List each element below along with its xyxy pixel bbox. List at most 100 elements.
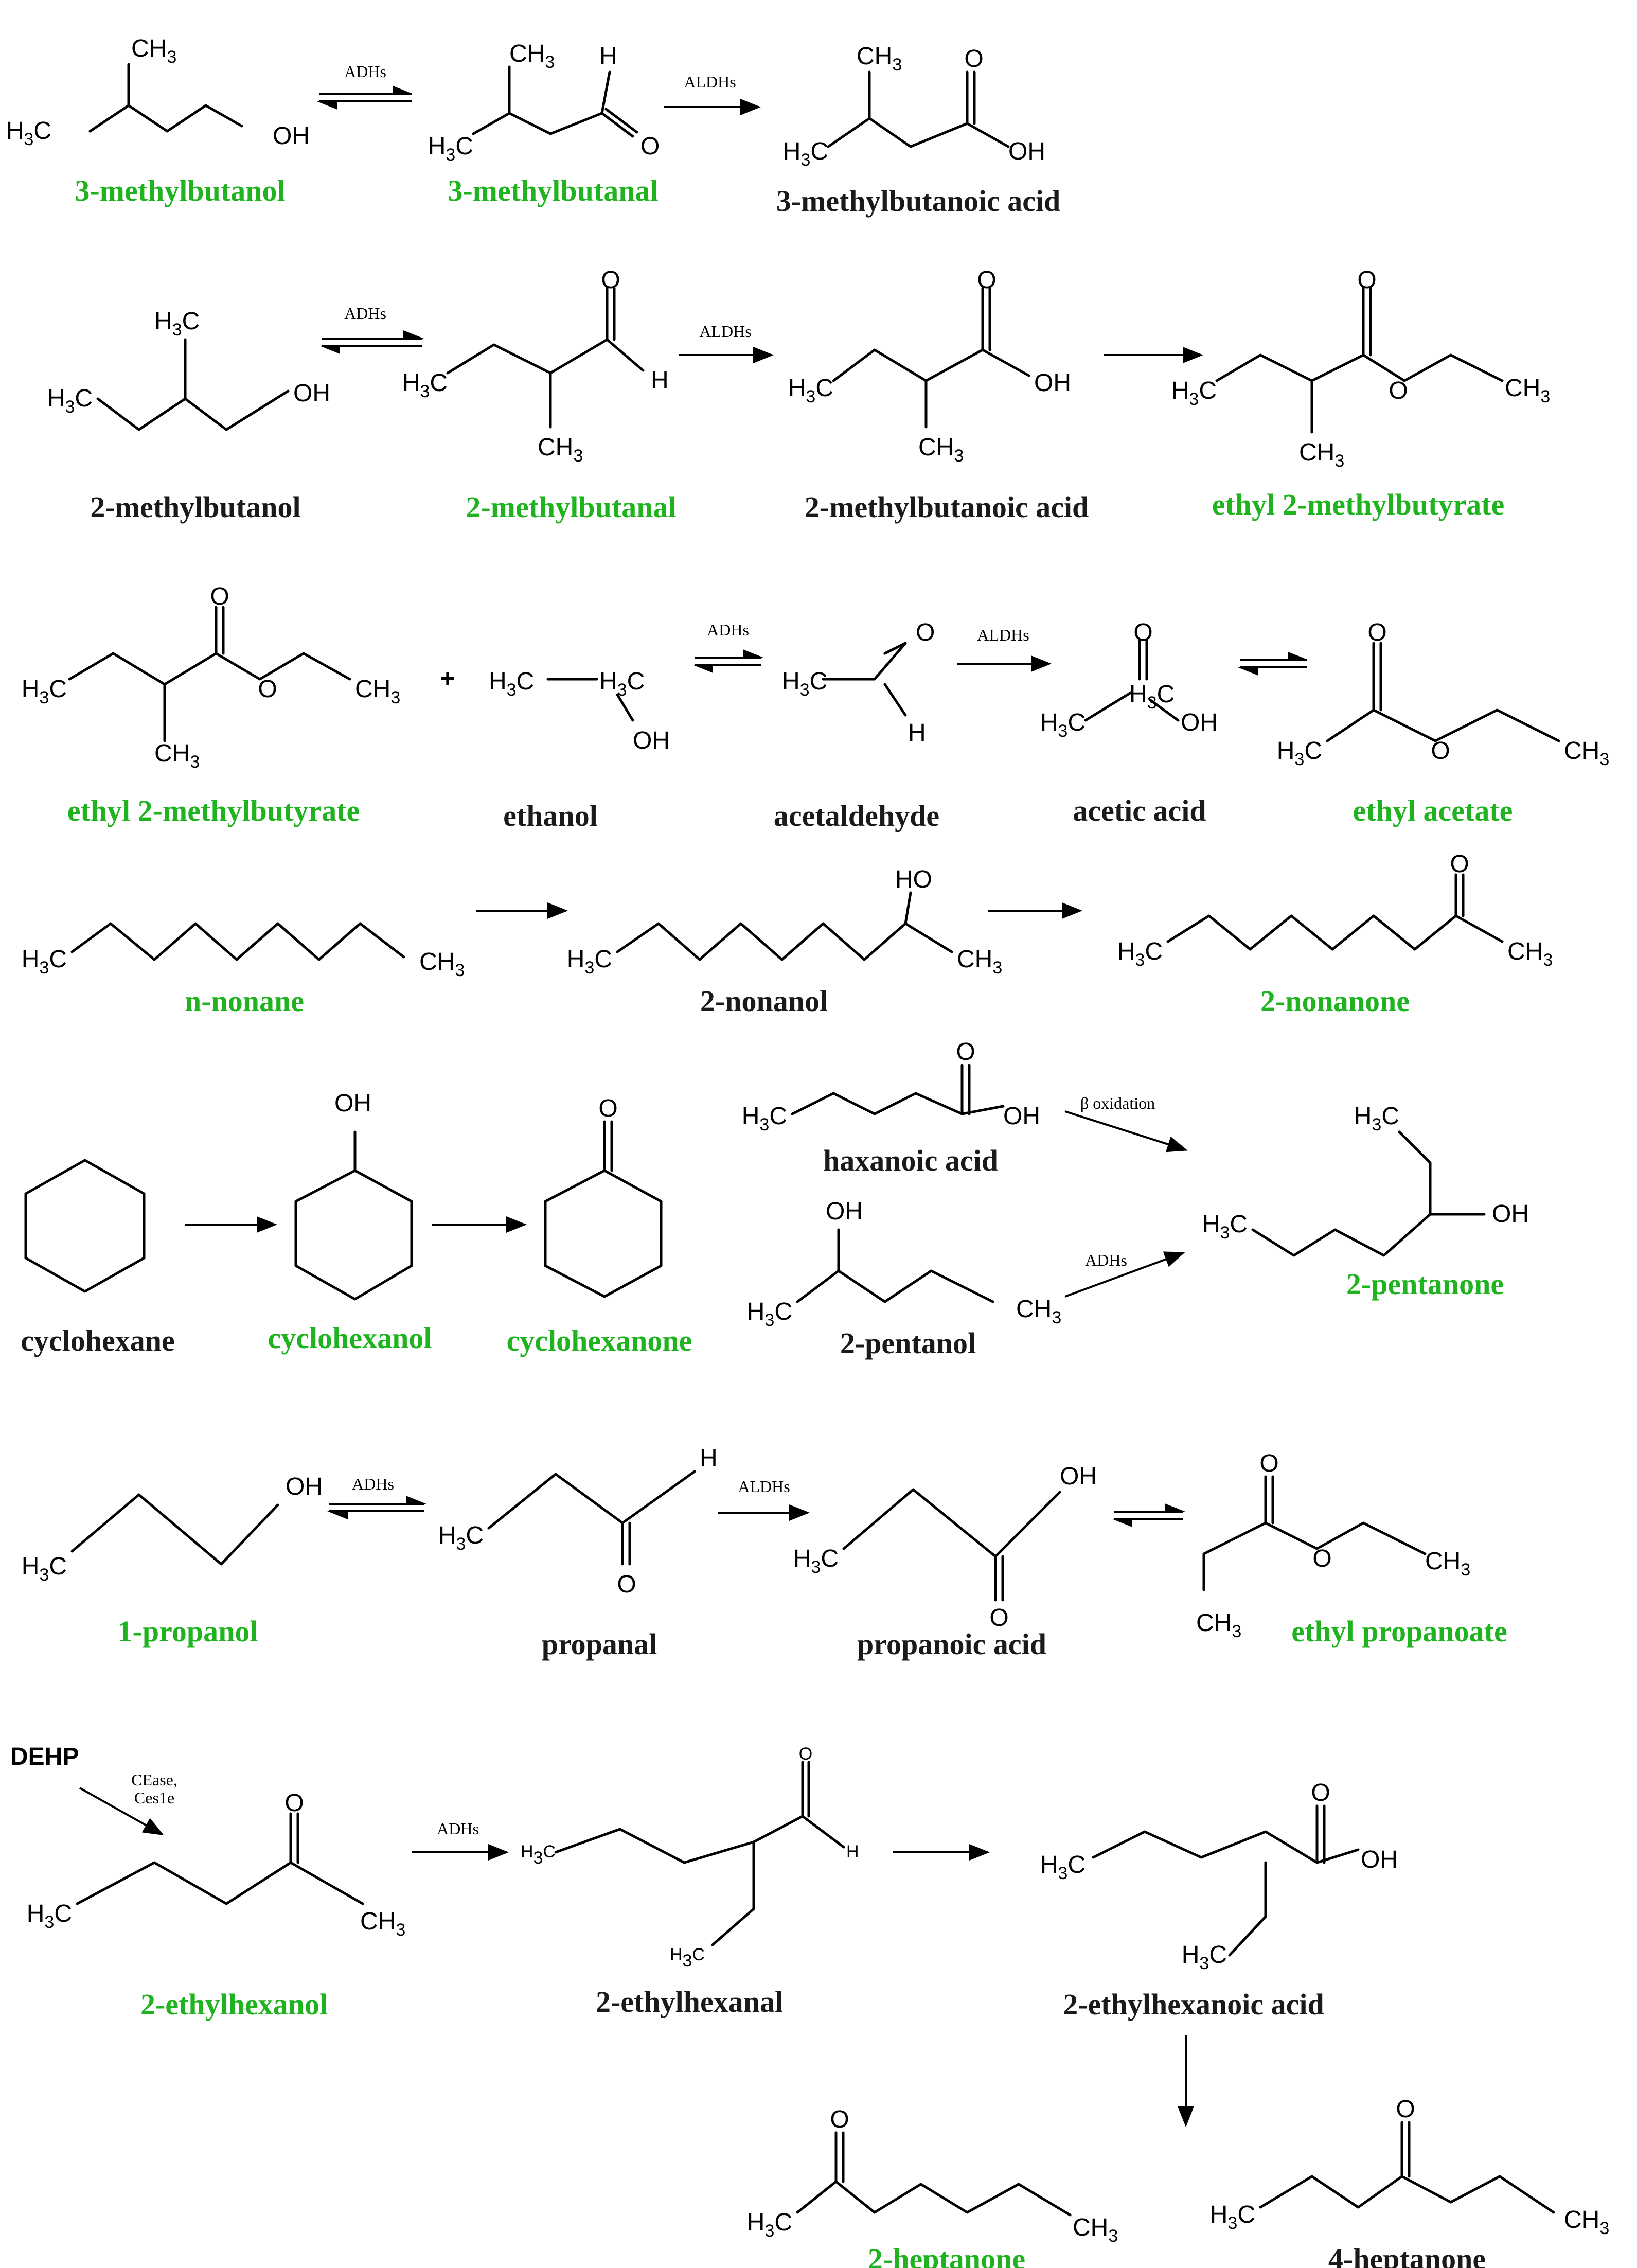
r5d-ch3: CH3 (1016, 1296, 1061, 1327)
r6-ester-chain (1202, 1521, 1267, 1591)
r3-ester-o (215, 652, 351, 681)
r1c-ch3: CH3 (857, 43, 902, 75)
r6c-o: O (989, 1604, 1008, 1632)
r2c-oh: OH (1034, 369, 1071, 397)
name-propanal: propanal (542, 1627, 657, 1661)
r1a-ch3: CH3 (131, 35, 176, 67)
r3e-o2: O (1431, 737, 1450, 765)
dehp-label: DEHP (10, 1743, 79, 1770)
r5-pentanone-chain (1251, 1213, 1486, 1257)
r1-methylbutanal-chain (472, 112, 603, 135)
bond-layer (24, 63, 1560, 2217)
r3-enz-aldh: ALDHs (977, 626, 1029, 644)
r7-ethylhexanal-h (801, 1815, 845, 1849)
r2b-o: O (601, 267, 620, 294)
r7d-ch3: CH3 (1073, 2214, 1118, 2246)
r1a-oh: OH (273, 122, 310, 150)
r7-enz-cease: CEase, (131, 1770, 177, 1789)
name-2-methylbutanoic-acid: 2-methylbutanoic acid (805, 490, 1089, 524)
r3-acetaldehyde-co-2 (883, 642, 907, 655)
r7-acid-chain (1092, 1830, 1319, 1864)
r7-ethylhexanal-chain (554, 1815, 804, 1864)
r3d-c: H3C (1129, 681, 1175, 713)
r7-acid-branch (1228, 1861, 1267, 1957)
r7e-h3c: H3C (1210, 2201, 1255, 2233)
r7b-h3c2: H3C (670, 1945, 705, 1971)
r5b-o: O (598, 1095, 617, 1122)
r1c-oh: OH (1008, 138, 1045, 165)
r7-ethylhexanol (76, 1861, 364, 1905)
r4b-h3c: H3C (567, 946, 612, 978)
name-2-pentanol: 2-pentanol (840, 1326, 976, 1360)
r5-enz-adh: ADHs (1085, 1251, 1127, 1269)
name-2-methylbutanol: 2-methylbutanol (90, 490, 300, 524)
r3-ester-chain (68, 652, 218, 686)
r4b-ch3: CH3 (957, 946, 1002, 978)
r7e-ch3: CH3 (1564, 2206, 1609, 2238)
r6-propanol (70, 1493, 279, 1566)
name-ethyl-acetate: ethyl acetate (1353, 794, 1513, 827)
name-3-methylbutanoic-acid: 3-methylbutanoic acid (776, 184, 1061, 218)
r6c-h3c: H3C (793, 1545, 839, 1577)
r2-ester-o (1362, 353, 1504, 382)
r5-hexanoic-oh (960, 1105, 1005, 1115)
name-haxanoic-acid: haxanoic acid (823, 1144, 998, 1177)
r7d-o: O (830, 2106, 849, 2133)
r2c-ch3: CH3 (918, 434, 964, 466)
name-acetaldehyde: acetaldehyde (774, 799, 939, 832)
r4a-h3c: H3C (22, 946, 67, 978)
r7c-h3c: H3C (1040, 1851, 1086, 1883)
r7a-o: O (284, 1789, 304, 1817)
r5e-h3c2: H3C (1202, 1211, 1248, 1243)
r2-methylbutanal-chain (446, 338, 609, 375)
r7-acid-oh (1315, 1848, 1360, 1864)
r6-acid-chain (842, 1488, 997, 1558)
r3b-ch2: H3C (599, 668, 645, 700)
r6b-h3c: H3C (438, 1522, 484, 1554)
r2-methylbutanol-chain (96, 389, 290, 431)
r3b-h3c: H3C (489, 668, 534, 700)
r4a-ch3: CH3 (419, 948, 465, 980)
r2a-h3c2: H3C (47, 385, 93, 417)
name-ethanol: ethanol (503, 799, 598, 832)
r1-methylbutanol-chain (88, 104, 243, 133)
plus-sign: + (440, 665, 455, 693)
r2d-ch3: CH3 (1299, 439, 1344, 471)
r2-ester-chain (1215, 353, 1365, 382)
r3c-h3c: H3C (782, 668, 827, 700)
r2d-ch3b: CH3 (1505, 375, 1550, 406)
r3d-o: O (1133, 619, 1152, 646)
r5c-o: O (956, 1038, 975, 1066)
r2-acid-chain (832, 348, 984, 382)
r7d-h3c: H3C (747, 2209, 792, 2241)
r2a-oh: OH (293, 380, 330, 407)
r6d-ch3: CH3 (1196, 1609, 1241, 1641)
r7-enz-adh: ADHs (437, 1819, 479, 1838)
r2c-o: O (977, 267, 996, 294)
r7-heptanone4 (1259, 2175, 1555, 2214)
name-2-methylbutanal: 2-methylbutanal (466, 490, 676, 524)
r6c-oh: OH (1060, 1463, 1097, 1490)
r5e-h3c: H3C (1354, 1103, 1399, 1135)
r3a-o2: O (258, 676, 277, 703)
r7e-o: O (1396, 2096, 1415, 2123)
r6b-o: O (617, 1571, 636, 1598)
r1b-o: O (640, 133, 660, 160)
r5-enz-beta: β oxidation (1080, 1094, 1155, 1112)
r7-heptanone2 (796, 2180, 1072, 2217)
r6-acid-oh (994, 1491, 1061, 1558)
r7-ar0 (79, 1787, 164, 1835)
name-ethyl-2-methylbutyrate-2: ethyl 2-methylbutyrate (67, 794, 360, 827)
name-ethyl-2-methylbutyrate: ethyl 2-methylbutyrate (1212, 488, 1505, 521)
r3e-o: O (1367, 619, 1386, 646)
name-n-nonane: n-nonane (185, 984, 304, 1018)
r3a-o: O (210, 583, 229, 610)
r7b-h: H (846, 1842, 859, 1862)
name-2-pentanone: 2-pentanone (1346, 1267, 1504, 1301)
r1-aldehyde-co (600, 112, 634, 138)
r3a-ch3: CH3 (154, 740, 200, 772)
r5-cyclohexanol (294, 1169, 413, 1301)
r5-pentanol-chain (796, 1269, 994, 1303)
name-2-nonanone: 2-nonanone (1260, 984, 1410, 1018)
r5c-oh: OH (1003, 1103, 1040, 1130)
